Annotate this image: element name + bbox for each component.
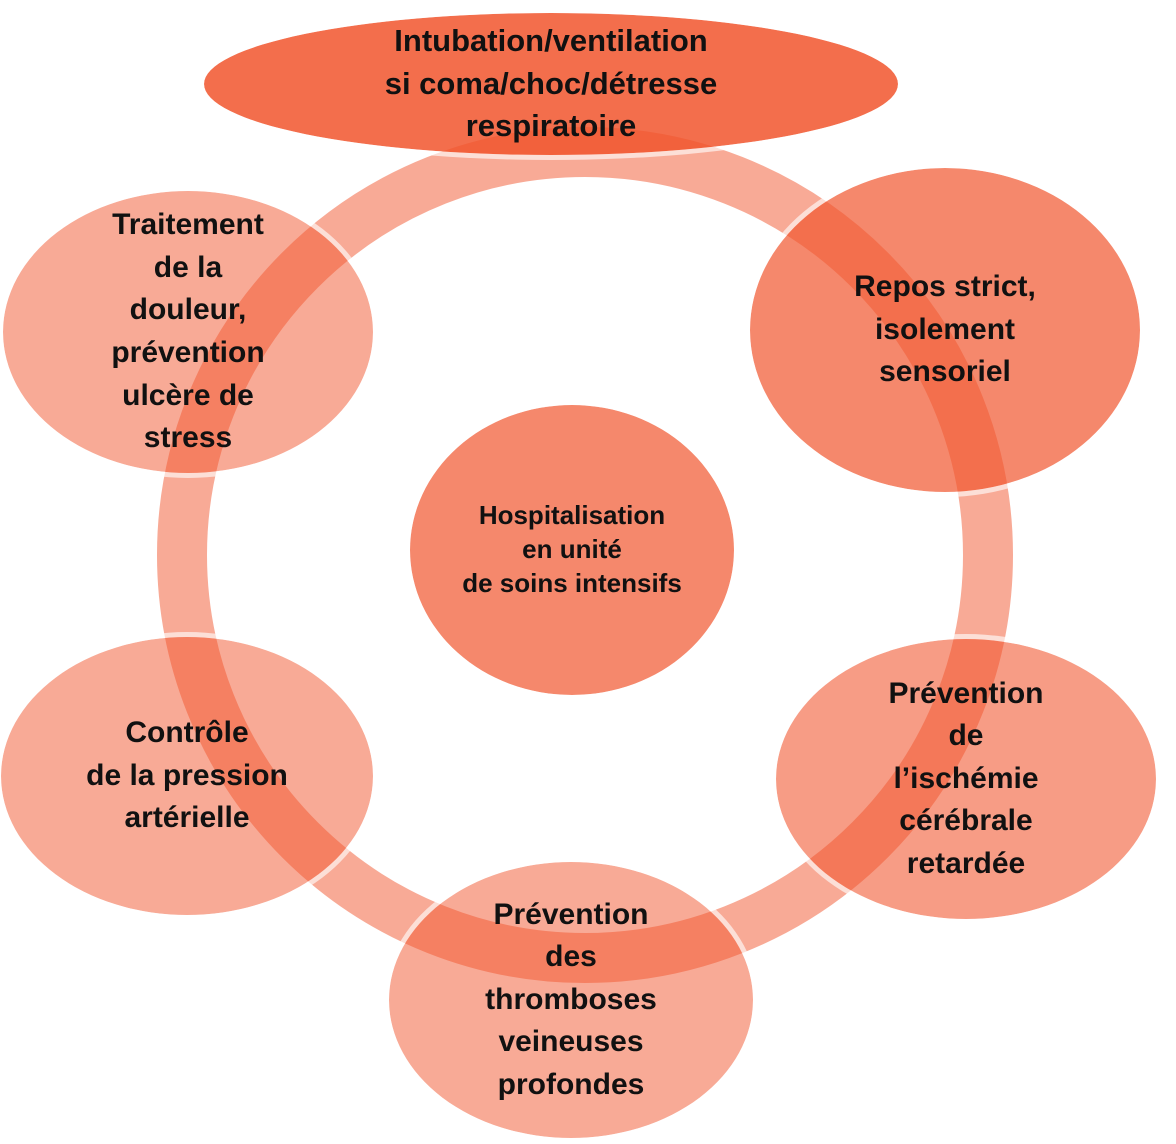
node-traitement-douleur-label: Traitement de la douleur, prévention ulc… xyxy=(111,208,265,455)
node-intubation-ventilation-label: Intubation/ventilation si coma/choc/détr… xyxy=(384,22,718,144)
node-repos-strict-label: Repos strict, isolement sensoriel xyxy=(854,270,1036,389)
node-traitement-douleur: Traitement de la douleur, prévention ulc… xyxy=(0,186,378,478)
node-hospitalisation-label: Hospitalisation en unité de soins intens… xyxy=(462,500,682,598)
node-hospitalisation-soins-intensifs: Hospitalisation en unité de soins intens… xyxy=(405,400,739,700)
node-prevention-ischemie-label: Prévention de l’ischémie cérébrale retar… xyxy=(888,676,1044,880)
node-controle-pression: Contrôle de la pression artérielle xyxy=(0,632,378,920)
node-prevention-thromboses: Prévention des thromboses veineuses prof… xyxy=(384,857,758,1143)
node-prevention-thromboses-label: Prévention des thromboses veineuses prof… xyxy=(485,897,657,1101)
node-prevention-ischemie: Prévention de l’ischémie cérébrale retar… xyxy=(771,634,1161,924)
node-intubation-ventilation: Intubation/ventilation si coma/choc/détr… xyxy=(199,8,903,160)
node-controle-pression-label: Contrôle de la pression artérielle xyxy=(86,716,288,835)
node-repos-strict: Repos strict, isolement sensoriel xyxy=(745,163,1145,497)
